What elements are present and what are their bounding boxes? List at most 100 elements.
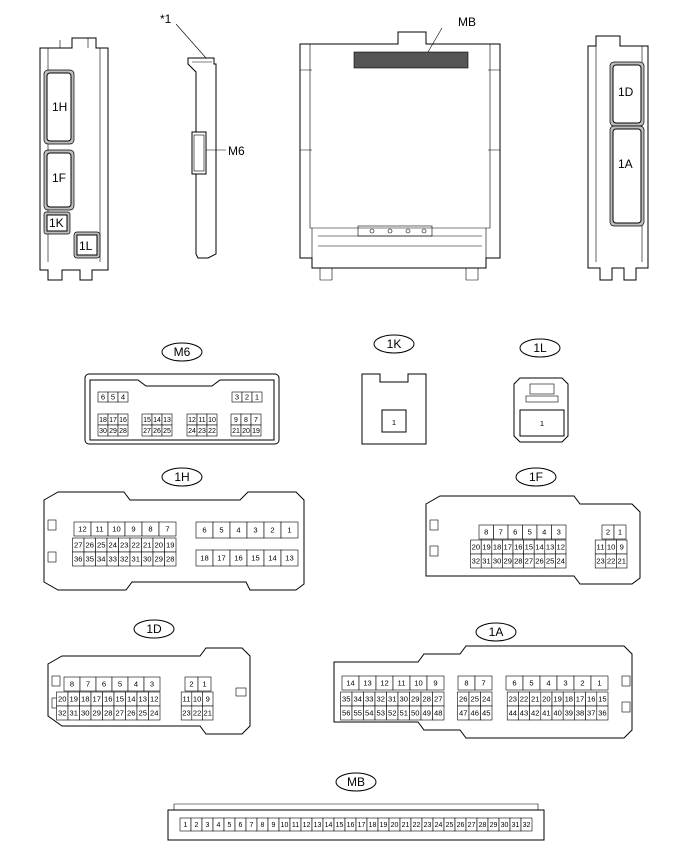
left-side-view: 1H 1F 1K 1L — [39, 37, 109, 281]
m6-pin-26: 26 — [153, 428, 161, 435]
mb-pin-5: 5 — [228, 822, 232, 829]
1a-pin-14: 14 — [346, 679, 354, 688]
1h-pin-33: 33 — [109, 555, 117, 564]
1a-pin-12: 12 — [380, 679, 388, 688]
1h-pin-13: 13 — [285, 554, 293, 563]
1h-pin-20: 20 — [155, 541, 163, 550]
mb-pin-13: 13 — [314, 822, 322, 829]
1a-pin-33: 33 — [365, 695, 373, 704]
1f-pin-20: 20 — [472, 543, 480, 552]
m6-pin-10: 10 — [208, 417, 216, 424]
1d-pin-27: 27 — [116, 709, 124, 718]
1d-pin-14: 14 — [127, 695, 135, 704]
1a-pin-23: 23 — [509, 695, 517, 704]
1a-pin-31: 31 — [388, 695, 396, 704]
1a-pin-27: 27 — [434, 695, 442, 704]
mb-pin-2: 2 — [195, 822, 199, 829]
callout-1k: 1K — [49, 216, 64, 230]
m6-pin-4-cell — [117, 391, 129, 403]
1a-pin-10: 10 — [414, 679, 422, 688]
1f-pin-25: 25 — [546, 557, 554, 566]
1a-pin-24: 24 — [482, 695, 490, 704]
1d-pin-29: 29 — [93, 709, 101, 718]
1d-pin-22: 22 — [193, 709, 201, 718]
1d-pin-19: 19 — [70, 695, 78, 704]
mb-pin-12: 12 — [303, 822, 311, 829]
mb-pin-21: 21 — [402, 822, 410, 829]
mb-pin-14: 14 — [325, 822, 333, 829]
1a-pin-44: 44 — [509, 709, 517, 718]
1d-pin-9: 9 — [206, 695, 210, 704]
1f-pin-7: 7 — [499, 528, 503, 537]
1l-pin-1: 1 — [540, 419, 544, 428]
m6-pin-4: 4 — [121, 393, 125, 402]
1a-pin-56: 56 — [342, 709, 350, 718]
1h-pin-24: 24 — [109, 541, 117, 550]
1h-pin-35: 35 — [86, 555, 94, 564]
mb-pin-27: 27 — [468, 822, 476, 829]
1d-pin-7: 7 — [86, 680, 90, 689]
1h-pin-12: 12 — [78, 525, 86, 534]
mb-pin-23: 23 — [424, 822, 432, 829]
mb-pin-7: 7 — [250, 822, 254, 829]
connector-1l: 1L 1 — [513, 338, 569, 443]
m6-pin-15: 15 — [143, 417, 151, 424]
1f-pin-19: 19 — [482, 543, 490, 552]
m6-pin-19: 19 — [252, 428, 260, 435]
mb-pin-24: 24 — [435, 822, 443, 829]
1a-pin-21: 21 — [531, 695, 539, 704]
1f-pin-5: 5 — [528, 528, 532, 537]
mb-pin-29: 29 — [490, 822, 498, 829]
1a-pin-45: 45 — [482, 709, 490, 718]
1h-pin-29: 29 — [155, 555, 163, 564]
1f-pin-15: 15 — [525, 543, 533, 552]
1d-pin-21-cell — [202, 705, 214, 721]
m6-pin-19-cell — [250, 424, 262, 437]
1h-pin-21: 21 — [143, 541, 151, 550]
1f-pin-18: 18 — [493, 543, 501, 552]
1d-pin-11: 11 — [183, 695, 191, 704]
m6-pin-13: 13 — [163, 417, 171, 424]
1a-pin-29: 29 — [411, 695, 419, 704]
1f-pin-22: 22 — [607, 557, 615, 566]
callout-m6: M6 — [228, 144, 245, 158]
1a-pin-9-cell — [426, 675, 445, 691]
1f-pin-4: 4 — [542, 528, 546, 537]
1a-pin-22: 22 — [520, 695, 528, 704]
1a-pin-38: 38 — [576, 709, 584, 718]
m6-pin-18: 18 — [99, 417, 107, 424]
1h-pin-18: 18 — [200, 554, 208, 563]
1a-pin-7: 7 — [481, 679, 485, 688]
mb-pin-26: 26 — [457, 822, 465, 829]
1f-pin-32: 32 — [472, 557, 480, 566]
mb-pin-28: 28 — [479, 822, 487, 829]
1d-pin-17: 17 — [93, 695, 101, 704]
1d-pin-1: 1 — [202, 680, 206, 689]
1f-pin-27: 27 — [525, 557, 533, 566]
callout-1h: 1H — [52, 100, 67, 114]
mb-pin-16: 16 — [347, 822, 355, 829]
1a-pin-9: 9 — [433, 679, 437, 688]
callout-1f: 1F — [52, 171, 66, 185]
1a-pin-15: 15 — [598, 695, 606, 704]
1h-pin-17: 17 — [217, 554, 225, 563]
1h-pin-32: 32 — [120, 555, 128, 564]
1a-pin-36: 36 — [598, 709, 606, 718]
1f-pin-30: 30 — [493, 557, 501, 566]
1h-pin-14: 14 — [268, 554, 276, 563]
m6-pin-29: 29 — [109, 428, 117, 435]
m6-pin-6: 6 — [101, 393, 105, 402]
1f-pin-21: 21 — [617, 557, 625, 566]
mb-pin-15: 15 — [336, 822, 344, 829]
callout-1l: 1L — [79, 239, 93, 253]
1f-pin-1: 1 — [618, 528, 622, 537]
1a-pin-45-cell — [480, 705, 493, 721]
mb-pin-9: 9 — [272, 822, 276, 829]
1f-pin-2: 2 — [606, 528, 610, 537]
m6-pin-5: 5 — [111, 393, 115, 402]
1a-pin-1: 1 — [597, 679, 601, 688]
